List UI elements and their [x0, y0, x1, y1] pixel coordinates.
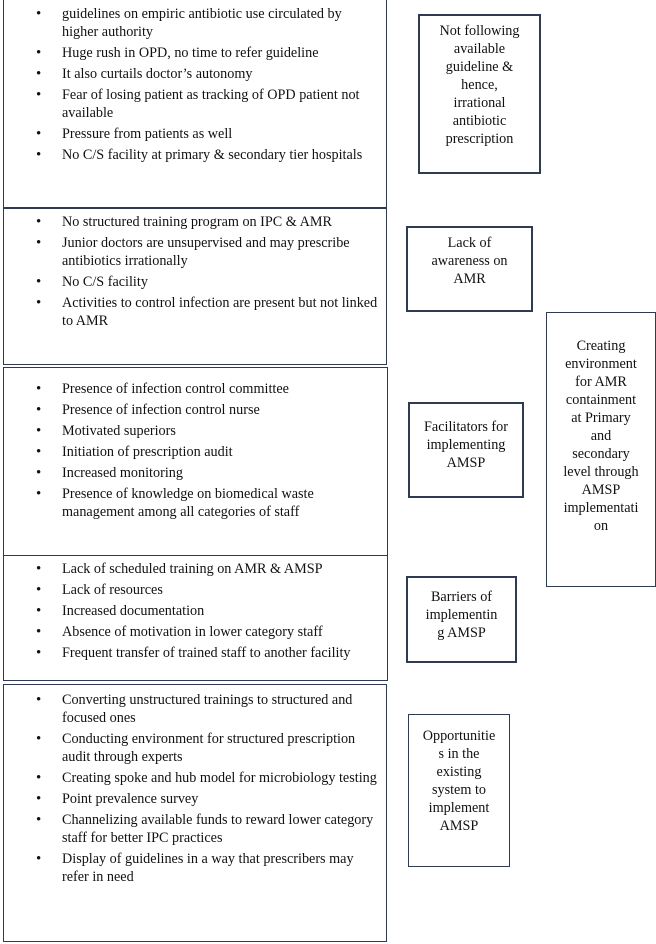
- bullet-list-1: guidelines on empiric antibiotic use cir…: [4, 5, 386, 164]
- list-item: guidelines on empiric antibiotic use cir…: [4, 5, 386, 41]
- list-item: Creating spoke and hub model for microbi…: [4, 769, 386, 787]
- list-box-5: Converting unstructured trainings to str…: [3, 684, 387, 942]
- list-item: Presence of infection control nurse: [4, 401, 387, 419]
- list-box-1: guidelines on empiric antibiotic use cir…: [3, 0, 387, 208]
- list-item: Lack of scheduled training on AMR & AMSP: [4, 560, 387, 578]
- list-item: Activities to control infection are pres…: [4, 294, 386, 330]
- list-item: No C/S facility: [4, 273, 386, 291]
- category-box-5: Opportunitie s in the existing system to…: [408, 714, 510, 867]
- list-item: No structured training program on IPC & …: [4, 213, 386, 231]
- list-item: No C/S facility at primary & secondary t…: [4, 146, 386, 164]
- list-item: Increased monitoring: [4, 464, 387, 482]
- bullet-list-3: Presence of infection control committee …: [4, 380, 387, 521]
- list-item: Motivated superiors: [4, 422, 387, 440]
- list-item: Frequent transfer of trained staff to an…: [4, 644, 387, 662]
- list-box-4: Lack of scheduled training on AMR & AMSP…: [3, 555, 388, 681]
- category-box-4: Barriers of implementin g AMSP: [406, 576, 517, 663]
- goal-box: Creating environment for AMR containment…: [546, 312, 656, 587]
- category-box-3: Facilitators for implementing AMSP: [408, 402, 524, 498]
- list-item: Junior doctors are unsupervised and may …: [4, 234, 386, 270]
- list-item: Lack of resources: [4, 581, 387, 599]
- list-item: Conducting environment for structured pr…: [4, 730, 386, 766]
- category-box-1: Not following available guideline & henc…: [418, 14, 541, 174]
- bullet-list-4: Lack of scheduled training on AMR & AMSP…: [4, 560, 387, 662]
- list-item: Display of guidelines in a way that pres…: [4, 850, 386, 886]
- list-box-2: No structured training program on IPC & …: [3, 208, 387, 365]
- list-item: Presence of infection control committee: [4, 380, 387, 398]
- bullet-list-5: Converting unstructured trainings to str…: [4, 691, 386, 886]
- list-item: Point prevalence survey: [4, 790, 386, 808]
- list-item: Huge rush in OPD, no time to refer guide…: [4, 44, 386, 62]
- list-item: Absence of motivation in lower category …: [4, 623, 387, 641]
- list-item: Fear of losing patient as tracking of OP…: [4, 86, 386, 122]
- list-item: Channelizing available funds to reward l…: [4, 811, 386, 847]
- list-item: Converting unstructured trainings to str…: [4, 691, 386, 727]
- list-item: It also curtails doctor’s autonomy: [4, 65, 386, 83]
- list-item: Presence of knowledge on biomedical wast…: [4, 485, 387, 521]
- list-item: Increased documentation: [4, 602, 387, 620]
- bullet-list-2: No structured training program on IPC & …: [4, 213, 386, 330]
- list-box-3: Presence of infection control committee …: [3, 367, 388, 556]
- list-item: Pressure from patients as well: [4, 125, 386, 143]
- list-item: Initiation of prescription audit: [4, 443, 387, 461]
- category-box-2: Lack of awareness on AMR: [406, 226, 533, 312]
